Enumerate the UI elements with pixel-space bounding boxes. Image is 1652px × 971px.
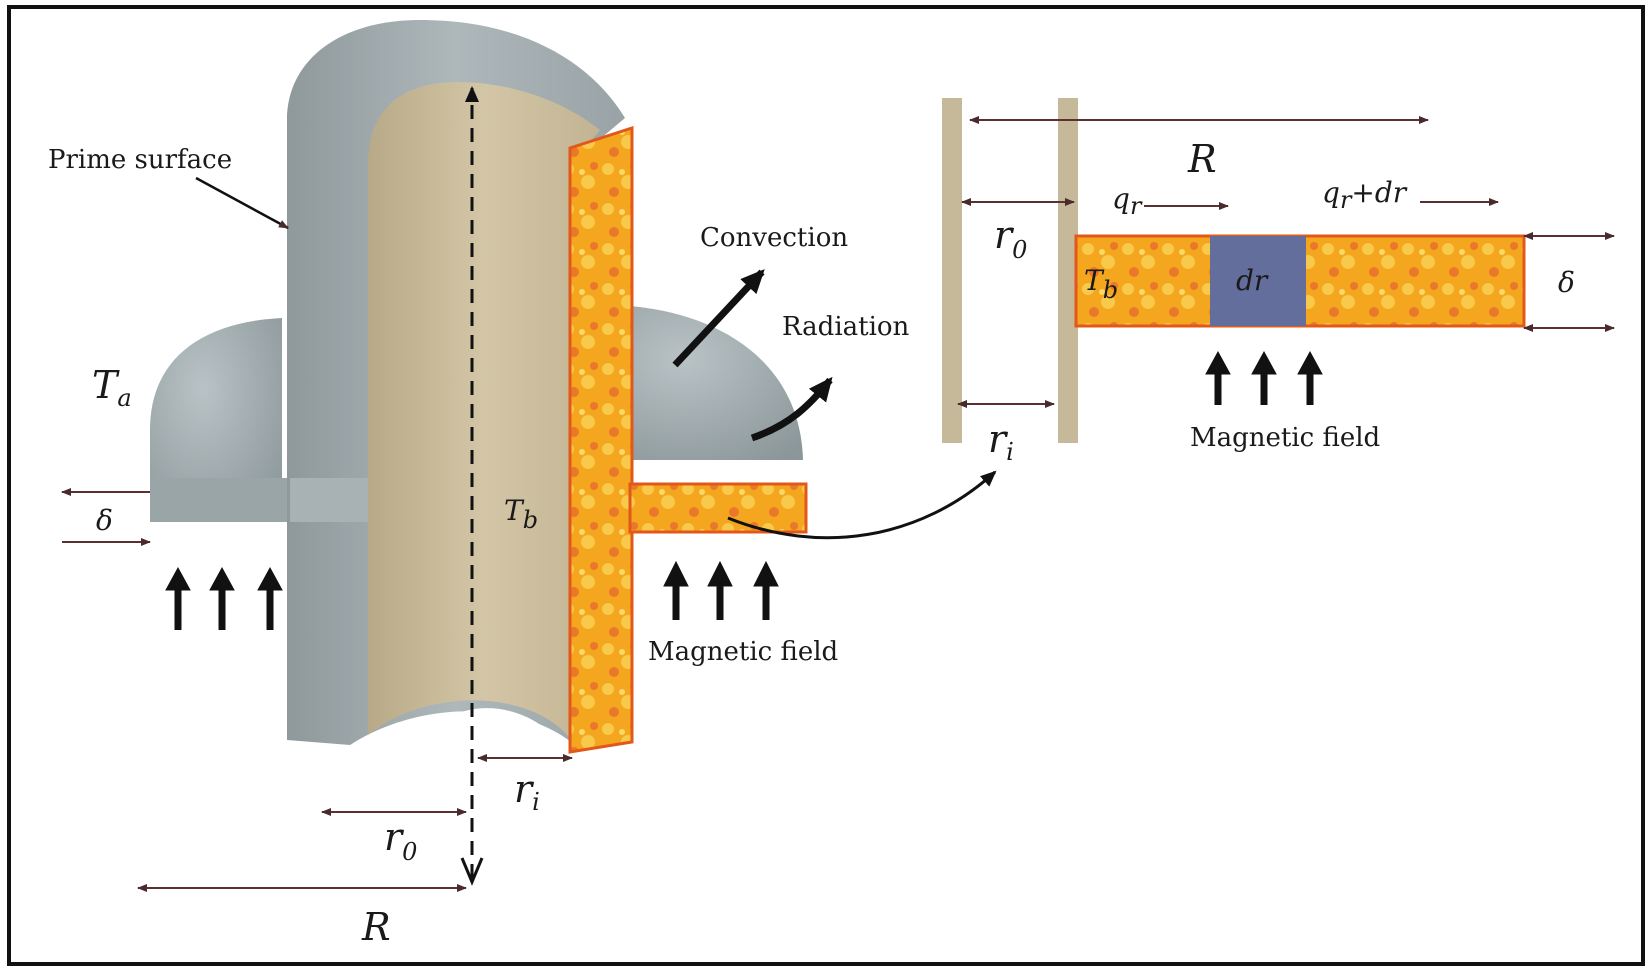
radiation-label: Radiation [782,312,910,342]
dr-label: dr [1236,264,1269,297]
r0-label-right: r0 [994,213,1027,264]
ri-label-right: ri [988,417,1014,466]
frame [7,5,1645,966]
magnetic-arrows-left [165,566,283,630]
convection-label: Convection [700,223,848,253]
curved-arrow-icon [727,470,997,540]
Ta-label: Ta [92,363,132,412]
R-label-left: R [361,905,391,949]
fin-3d-figure: Prime surface Convection Radiation Magne… [48,20,997,949]
magnetic-arrows-middle [663,560,779,620]
wall-left [942,98,962,443]
delta-label-left: δ [96,504,113,537]
magnetic-field-left-label: Magnetic field [648,637,838,667]
convection-arrow-icon [672,269,765,368]
Tb-label-left: Tb [504,494,538,534]
R-label-right: R [1187,137,1217,181]
wall-right [1058,98,1078,443]
fin-right-half [605,305,803,460]
magnetic-arrows-right [1205,350,1323,405]
prime-surface-label: Prime surface [48,145,232,175]
magnetic-field-right-label: Magnetic field [1190,423,1380,453]
ri-label-left: ri [514,767,540,816]
fin-detail-figure: R r0 qr qr+dr Tb dr δ ri Magnetic field [942,98,1615,466]
delta-label-right: δ [1558,266,1575,299]
hot-strip [568,125,634,754]
prime-surface-leader [195,176,289,230]
fin-base-band [150,478,290,522]
radiation-arrow-icon [750,376,833,442]
axis-arrow-down-icon [460,857,484,886]
Tb-label-right: Tb [1084,264,1118,304]
qr-plus-dr-label: qr+dr [1322,176,1408,214]
inner-tube [368,82,600,745]
r0-label-left: r0 [384,815,417,866]
dr-element [1210,236,1306,326]
qr-label: qr [1112,182,1143,220]
fin-cross-section-left [290,478,368,522]
hot-fin-strip [628,482,808,534]
fin-left-half [150,318,282,522]
tube-bottom-cut [420,708,565,748]
